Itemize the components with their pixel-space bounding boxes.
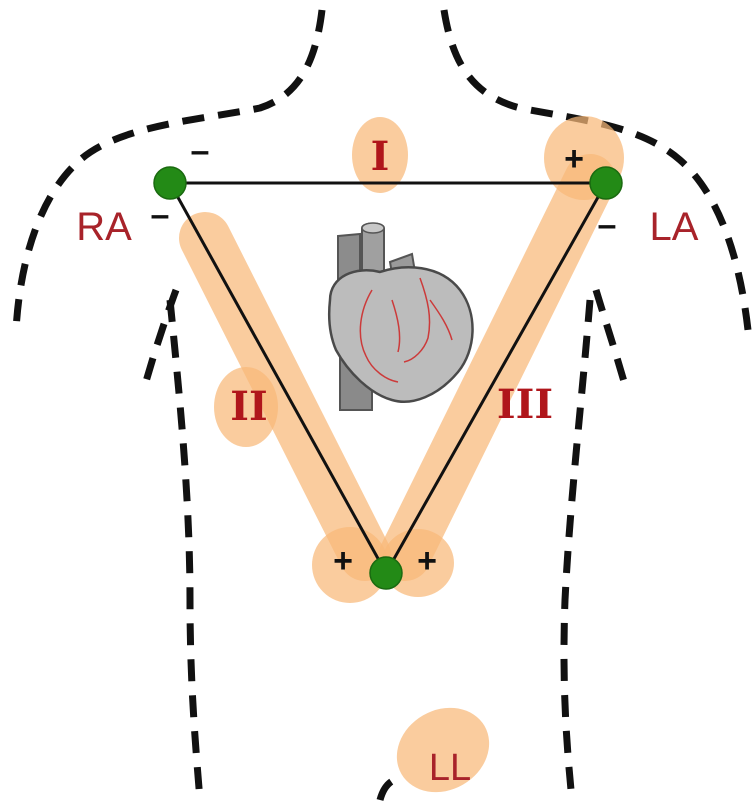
- ra-label: RA: [76, 205, 132, 249]
- right-arm-inner-outline: [592, 288, 629, 386]
- lead-ii-label: II: [230, 383, 267, 430]
- neck-left-outline: [12, 9, 326, 331]
- electrodes: [153, 166, 623, 590]
- ll-positive-left-halo: [312, 527, 388, 603]
- label-halos: [214, 116, 624, 793]
- ll-label-halo: [396, 707, 490, 793]
- la-lead-iii-negative-sign: –: [598, 206, 617, 244]
- ll-label: LL: [429, 747, 471, 789]
- ra-electrode: [153, 166, 187, 200]
- torso-left-outline: [166, 299, 204, 801]
- ra-lead-ii-negative-sign: –: [151, 196, 170, 234]
- neck-right-outline: [440, 9, 752, 331]
- leg-inner-outline: [376, 774, 405, 802]
- lead-highlights: [179, 154, 616, 581]
- heart-icon: [328, 222, 474, 411]
- lead-ii-band: [179, 212, 391, 581]
- ll-lead-ii-positive-sign: +: [333, 542, 353, 580]
- lead-lines: [168, 181, 608, 574]
- lead-i-label: I: [371, 133, 390, 180]
- lead-i-halo: [352, 117, 408, 193]
- ra-lead-i-negative-sign: –: [191, 132, 210, 170]
- lead-ii-halo: [214, 367, 278, 447]
- lead-ii-line: [168, 182, 388, 574]
- lead-iii-label: III: [497, 381, 553, 428]
- la-lead-i-positive-sign: +: [564, 140, 584, 178]
- la-electrode: [589, 166, 623, 200]
- la-label: LA: [650, 205, 699, 249]
- ll-electrode: [369, 556, 403, 590]
- lead-iii-line: [384, 182, 608, 574]
- left-arm-inner-outline: [141, 288, 180, 386]
- lead-iii-band: [379, 154, 616, 581]
- torso-right-outline: [560, 299, 594, 801]
- ll-lead-iii-positive-sign: +: [417, 542, 437, 580]
- body-outline: [12, 9, 752, 802]
